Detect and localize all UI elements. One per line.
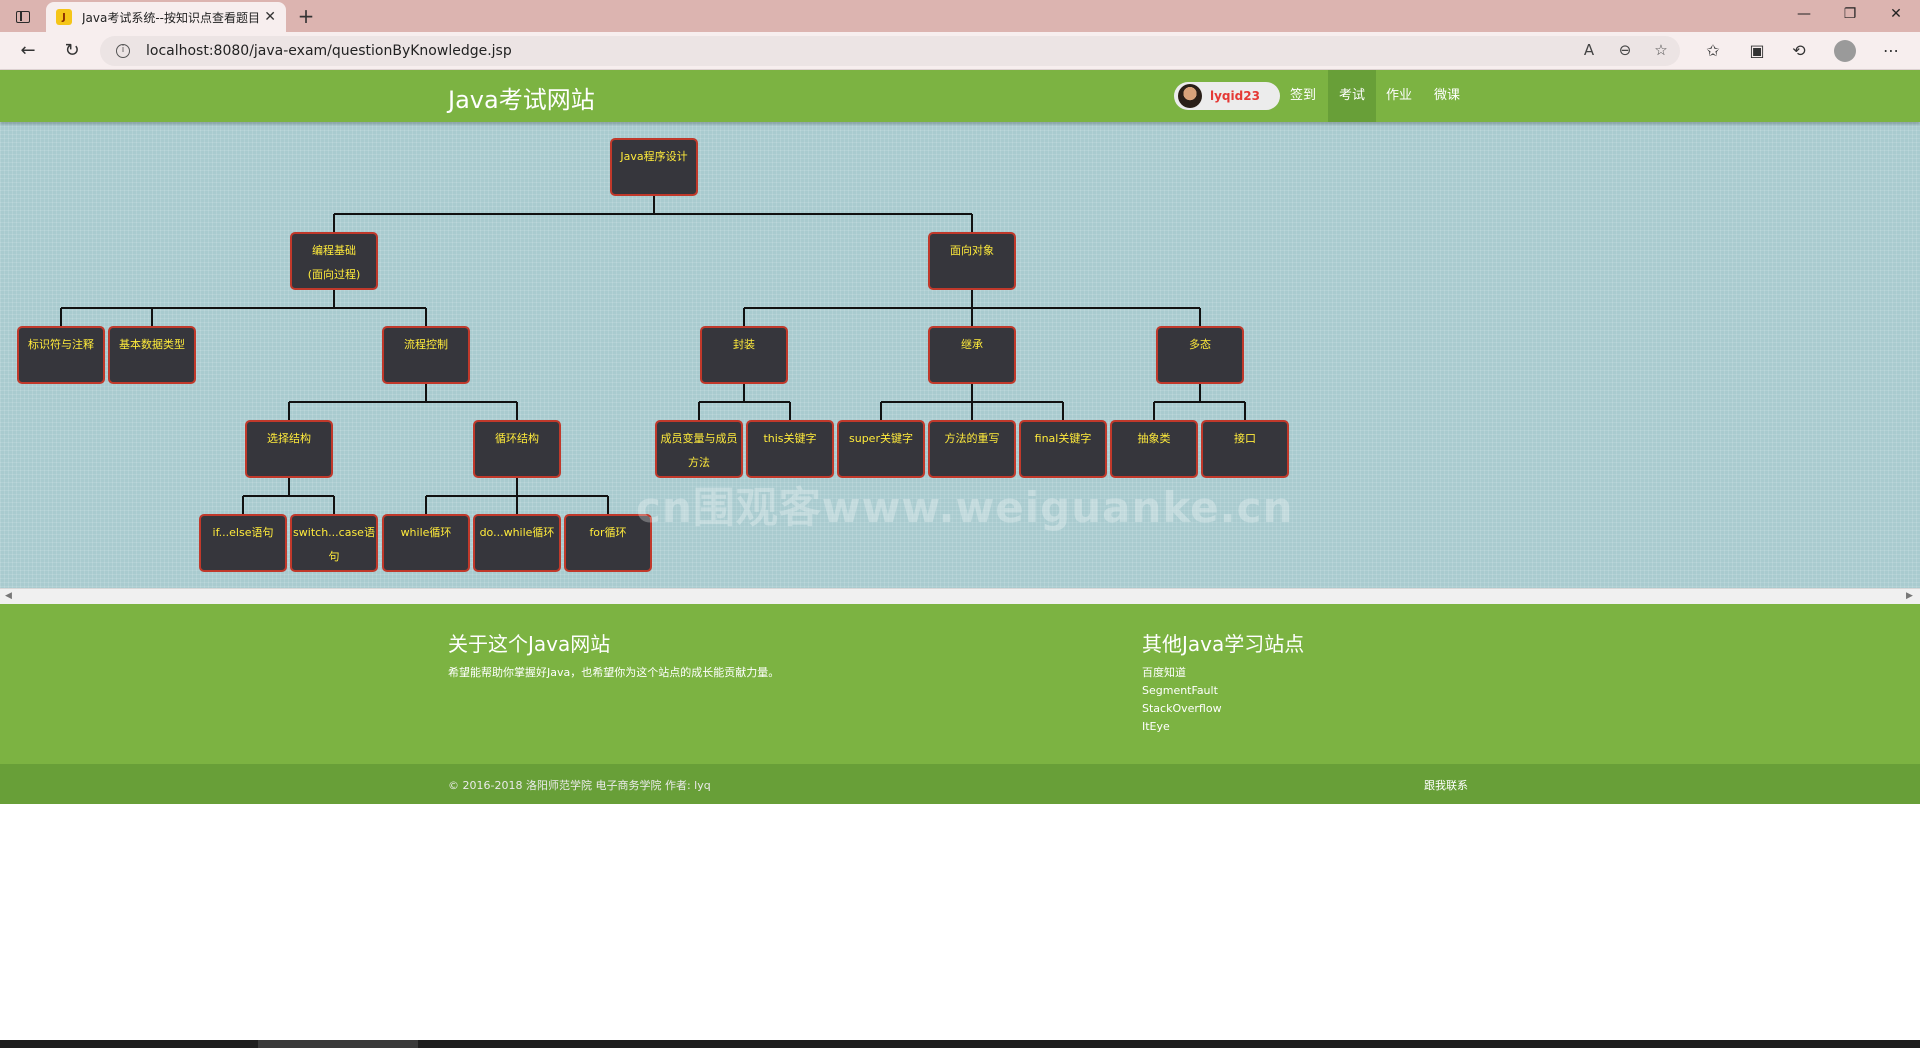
links-title: 其他Java学习站点	[1142, 632, 1305, 656]
tab-actions-icon[interactable]	[10, 6, 36, 28]
tree-node-for[interactable]: for循环	[564, 514, 652, 572]
back-arrow-icon[interactable]: ←	[20, 40, 36, 61]
tree-node-final[interactable]: final关键字	[1019, 420, 1107, 478]
tree-node-types[interactable]: 基本数据类型	[108, 326, 196, 384]
read-aloud-icon[interactable]: A	[1583, 41, 1595, 59]
tree-node-inherit[interactable]: 继承	[928, 326, 1016, 384]
url-text[interactable]: localhost:8080/java-exam/questionByKnowl…	[146, 43, 512, 59]
tree-node-switch[interactable]: switch...case语句	[290, 514, 378, 572]
link-stackoverflow[interactable]: StackOverflow	[1142, 702, 1222, 715]
copyright-bar: © 2016-2018 洛阳师范学院 电子商务学院 作者: lyq 跟我联系	[0, 764, 1920, 804]
zoom-out-icon[interactable]: ⊖	[1618, 41, 1632, 59]
add-favorite-icon[interactable]: ☆	[1654, 41, 1668, 59]
tree-node-root[interactable]: Java程序设计	[610, 138, 698, 196]
tree-node-override[interactable]: 方法的重写	[928, 420, 1016, 478]
os-taskbar	[0, 1040, 1920, 1048]
tree-node-member[interactable]: 成员变量与成员方法	[655, 420, 743, 478]
browser-toolbar: ← ↻ i localhost:8080/java-exam/questionB…	[0, 32, 1920, 70]
minimize-icon[interactable]: —	[1797, 6, 1811, 22]
address-bar[interactable]: i localhost:8080/java-exam/questionByKno…	[100, 36, 1680, 66]
favorites-icon[interactable]: ✩	[1706, 41, 1720, 60]
tab-close-icon[interactable]: ✕	[264, 9, 276, 25]
tree-node-dowhile[interactable]: do...while循环	[473, 514, 561, 572]
tree-node-basic[interactable]: 编程基础(面向过程)	[290, 232, 378, 290]
copyright-text: © 2016-2018 洛阳师范学院 电子商务学院 作者: lyq	[448, 779, 711, 792]
new-tab-icon[interactable]: +	[297, 4, 315, 28]
nav-microlesson[interactable]: 微课	[1433, 88, 1460, 103]
tree-node-this[interactable]: this关键字	[746, 420, 834, 478]
tab-title: Java考试系统--按知识点查看题目	[82, 10, 261, 25]
tree-node-abstract[interactable]: 抽象类	[1110, 420, 1198, 478]
tree-node-oop[interactable]: 面向对象	[928, 232, 1016, 290]
about-title: 关于这个Java网站	[448, 632, 611, 656]
link-baidu-zhidao[interactable]: 百度知道	[1142, 666, 1186, 679]
link-segmentfault[interactable]: SegmentFault	[1142, 684, 1218, 697]
refresh-icon[interactable]: ↻	[64, 40, 80, 61]
site-favicon-icon: J	[56, 9, 72, 25]
nav-homework[interactable]: 作业	[1385, 88, 1412, 103]
history-icon[interactable]: ⟲	[1792, 41, 1806, 60]
tree-node-ident[interactable]: 标识符与注释	[17, 326, 105, 384]
user-badge[interactable]: lyqid23	[1174, 82, 1280, 110]
tree-connectors	[60, 196, 1246, 514]
scroll-right-icon[interactable]: ▶	[1906, 591, 1913, 601]
site-footer: 关于这个Java网站 希望能帮助你掌握好Java，也希望你为这个站点的成长能贡献…	[0, 604, 1920, 764]
scroll-left-icon[interactable]: ◀	[5, 591, 12, 601]
tree-node-ifelse[interactable]: if...else语句	[199, 514, 287, 572]
more-menu-icon[interactable]: ⋯	[1883, 41, 1899, 60]
username: lyqid23	[1210, 89, 1260, 103]
external-links: 百度知道 SegmentFault StackOverflow ItEye	[1142, 664, 1222, 736]
tree-node-select[interactable]: 选择结构	[245, 420, 333, 478]
site-info-icon[interactable]: i	[116, 44, 130, 58]
profile-avatar-icon[interactable]	[1834, 40, 1856, 62]
nav-signin[interactable]: 签到	[1289, 88, 1316, 103]
knowledge-tree-area: Java程序设计编程基础(面向过程) 面向对象标识符与注释基本数据类型 流程控制 封装…	[0, 122, 1920, 588]
user-avatar	[1178, 84, 1202, 108]
tree-node-while[interactable]: while循环	[382, 514, 470, 572]
active-tab[interactable]: J Java考试系统--按知识点查看题目 ✕	[46, 2, 286, 32]
nav-exam[interactable]: 考试	[1328, 70, 1376, 122]
browser-tabstrip: J Java考试系统--按知识点查看题目 ✕ + — ❐ ✕	[0, 0, 1920, 32]
tree-node-interface[interactable]: 接口	[1201, 420, 1289, 478]
collections-icon[interactable]: ▣	[1749, 41, 1765, 60]
horizontal-scrollbar[interactable]: ◀ ▶	[0, 588, 1920, 604]
watermark: cn围观客www.weiguanke.cn	[636, 483, 1294, 532]
tree-node-poly[interactable]: 多态	[1156, 326, 1244, 384]
tree-node-super[interactable]: super关键字	[837, 420, 925, 478]
link-iteye[interactable]: ItEye	[1142, 720, 1170, 733]
restore-icon[interactable]: ❐	[1843, 6, 1857, 22]
contact-link[interactable]: 跟我联系	[1424, 779, 1468, 792]
site-header: Java考试网站 lyqid23 签到 考试 作业 微课	[0, 70, 1920, 122]
tree-node-flow[interactable]: 流程控制	[382, 326, 470, 384]
tree-node-loop[interactable]: 循环结构	[473, 420, 561, 478]
window-close-icon[interactable]: ✕	[1890, 6, 1902, 22]
tree-node-encap[interactable]: 封装	[700, 326, 788, 384]
about-text: 希望能帮助你掌握好Java，也希望你为这个站点的成长能贡献力量。	[448, 666, 780, 679]
site-brand[interactable]: Java考试网站	[448, 86, 595, 114]
